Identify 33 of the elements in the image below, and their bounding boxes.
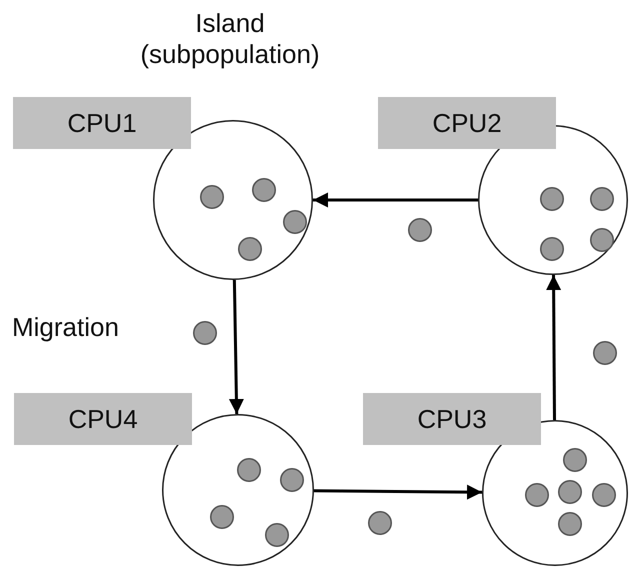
island-circle	[153, 120, 313, 280]
migrant-dot	[368, 511, 392, 535]
individual-dot	[280, 468, 304, 492]
migrant-dot	[193, 321, 217, 345]
arrow	[546, 275, 562, 420]
individual-dot	[525, 483, 549, 507]
individual-dot	[237, 458, 261, 482]
migrant-dot	[408, 218, 432, 242]
individual-dot	[200, 185, 224, 209]
island-caption: Island (subpopulation)	[139, 8, 321, 70]
individual-dot	[558, 480, 582, 504]
individual-dot	[210, 505, 234, 529]
island-circle	[162, 414, 314, 566]
individual-dot	[238, 237, 262, 261]
arrow	[313, 192, 478, 208]
individual-dot	[540, 187, 564, 211]
individual-dot	[563, 448, 587, 472]
individual-dot	[590, 187, 614, 211]
processor-tag: CPU2	[378, 97, 556, 149]
individual-dot	[283, 210, 307, 234]
migrant-dot	[593, 341, 617, 365]
individual-dot	[592, 483, 616, 507]
processor-tag: CPU3	[363, 393, 541, 445]
migration-caption: Migration	[12, 312, 120, 343]
arrow	[228, 280, 244, 414]
individual-dot	[558, 512, 582, 536]
individual-dot	[265, 523, 289, 547]
individual-dot	[540, 237, 564, 261]
individual-dot	[252, 178, 276, 202]
processor-tag: CPU4	[14, 393, 192, 445]
processor-tag: CPU1	[13, 97, 191, 149]
arrow	[314, 484, 482, 500]
individual-dot	[590, 228, 614, 252]
